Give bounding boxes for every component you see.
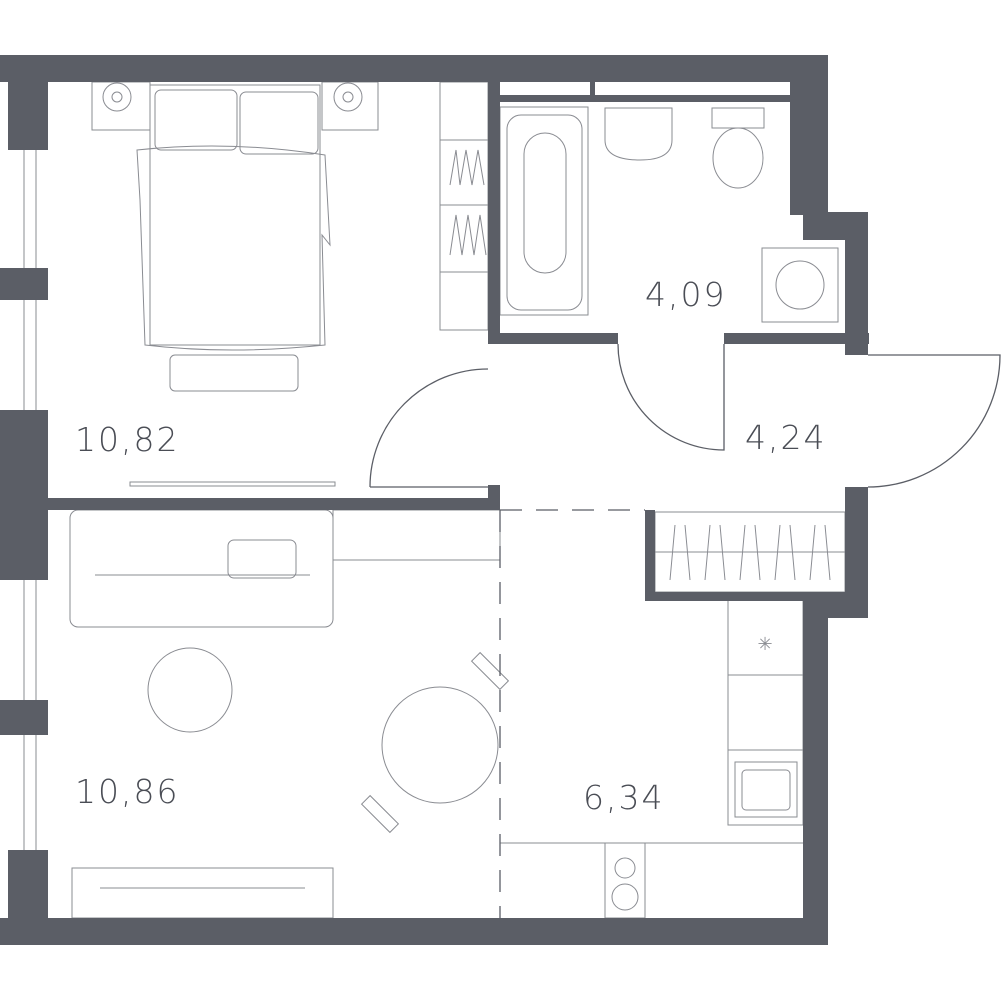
room-area-living-room: 10,86 <box>75 772 180 811</box>
shelf <box>332 509 501 561</box>
dining-table <box>381 686 499 804</box>
room-area-hallway: 4,24 <box>745 418 827 457</box>
bed <box>149 84 321 346</box>
toilet <box>712 127 764 189</box>
washbasin <box>604 107 673 161</box>
room-area-kitchen: 6,34 <box>583 778 665 817</box>
tv <box>129 481 336 487</box>
pillow <box>239 91 319 155</box>
cushion <box>227 539 297 579</box>
room-area-bedroom: 10,82 <box>75 420 180 459</box>
doors <box>369 343 1001 918</box>
tv-unit <box>71 867 334 919</box>
fridge-icon: ✳ <box>757 634 772 655</box>
sofa <box>69 509 334 628</box>
hallway-furniture <box>654 511 846 593</box>
bathtub <box>499 106 589 316</box>
lamp-icon <box>333 82 363 112</box>
nightstand-left <box>91 81 151 131</box>
toilet-tank <box>711 107 765 129</box>
stove <box>604 842 646 919</box>
lamp-icon <box>102 82 132 112</box>
kitchen-sink <box>734 761 798 818</box>
washing-machine <box>761 247 839 323</box>
coffee-table <box>147 647 233 733</box>
bedroom-door <box>369 368 489 488</box>
bathroom-door <box>617 343 725 451</box>
duvet <box>136 145 331 351</box>
zone-divider <box>499 509 645 918</box>
pillow <box>154 89 238 151</box>
nightstand-right <box>321 81 379 131</box>
chair <box>360 794 400 834</box>
bedroom-furniture <box>91 81 489 487</box>
living-furniture <box>69 509 510 919</box>
entrance-door <box>867 354 1001 488</box>
room-area-bathroom: 4,09 <box>645 275 727 314</box>
bathroom-fixtures <box>499 106 839 323</box>
walls <box>0 55 869 945</box>
chair <box>470 651 510 691</box>
bench <box>169 354 299 392</box>
wardrobe <box>439 81 489 331</box>
kitchen-furniture: ✳ <box>500 599 804 919</box>
